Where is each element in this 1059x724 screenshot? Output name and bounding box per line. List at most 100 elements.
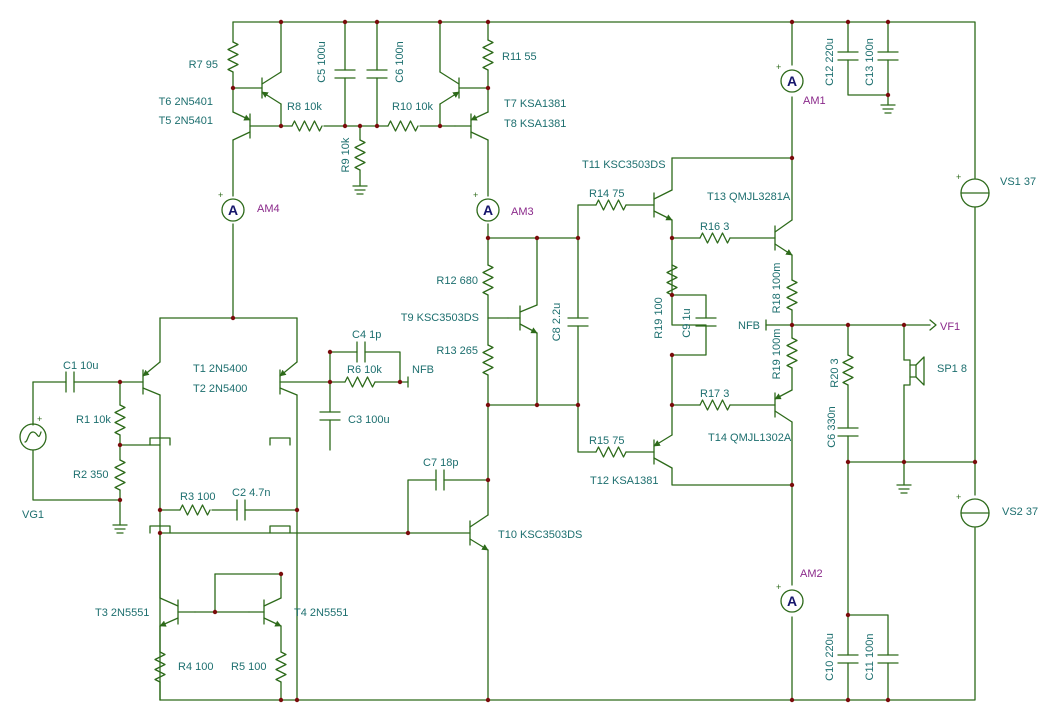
transistors: [142, 71, 793, 627]
label-c13: C13 100n: [864, 38, 876, 86]
label-r10: R10 10k: [392, 101, 433, 113]
label-r1: R1 10k: [76, 414, 111, 426]
label-r18: R18 100m: [771, 263, 783, 314]
transistor-t7: [439, 71, 460, 127]
capacitor-c6b: [837, 427, 859, 437]
transistor-t13: [774, 219, 793, 256]
label-r14: R14 75: [589, 188, 624, 200]
resistor-r8: [291, 120, 323, 132]
ground-icon: [880, 104, 896, 114]
ground-icon: [112, 524, 128, 534]
resistor-r1: [114, 404, 126, 436]
label-t9: T9 KSC3503DS: [401, 312, 479, 324]
label-c2: C2 4.7n: [232, 487, 271, 499]
label-c5: C5 100u: [316, 41, 328, 83]
label-am2: AM2: [800, 568, 823, 580]
label-am3: AM3: [511, 206, 534, 218]
ammeter-am1: A +: [776, 62, 804, 93]
port-markers: [407, 319, 767, 388]
resistor-r19a: [666, 264, 678, 296]
capacitor-c6a: [366, 69, 388, 79]
resistor-r16: [699, 232, 731, 244]
resistor-r20: [842, 354, 854, 386]
label-r7: R7 95: [189, 59, 218, 71]
capacitor-c10: [837, 654, 859, 664]
transistor-t8: [454, 111, 489, 141]
resistor-r2: [114, 459, 126, 491]
resistor-r15: [595, 446, 627, 458]
capacitor-c3: [319, 411, 341, 421]
svg-text:A: A: [483, 202, 493, 218]
label-r20: R20 3: [829, 358, 841, 387]
resistor-r7: [227, 41, 239, 73]
label-sp1: SP1 8: [937, 363, 967, 375]
label-c8: C8 2.2u: [551, 303, 563, 342]
transistor-t4: [248, 597, 282, 627]
voltage-sources: + + +: [19, 172, 990, 528]
resistor-r4: [154, 651, 166, 683]
ground-icon: [896, 484, 912, 494]
label-r15: R15 75: [589, 435, 624, 447]
svg-text:+: +: [37, 414, 42, 424]
transistor-t9: [507, 304, 538, 334]
dc-source-vs2: +: [956, 492, 990, 528]
transistor-t2: [279, 361, 298, 396]
label-t6: T6 2N5401: [159, 96, 213, 108]
svg-text:A: A: [787, 73, 797, 89]
label-c6b: C6 330n: [826, 406, 838, 448]
label-r2: R2 350: [73, 469, 108, 481]
label-nfb-input: NFB: [412, 364, 434, 376]
label-vf1: VF1: [940, 321, 960, 333]
label-t2: T2 2N5400: [193, 383, 247, 395]
label-t8: T8 KSA1381: [504, 118, 566, 130]
label-r13: R13 265: [436, 345, 478, 357]
label-am1: AM1: [803, 95, 826, 107]
label-c9: C9 1u: [681, 308, 693, 337]
ground-icon: [352, 185, 368, 195]
label-vg1: VG1: [22, 509, 44, 521]
probe-vf1: [929, 319, 937, 331]
capacitor-c12: [837, 51, 859, 61]
label-c4: C4 1p: [352, 329, 381, 341]
label-t3: T3 2N5551: [95, 607, 149, 619]
label-t5: T5 2N5401: [159, 115, 213, 127]
label-t13: T13 QMJL3281A: [707, 191, 791, 203]
wire-crossings: [149, 437, 291, 534]
label-am4: AM4: [257, 203, 280, 215]
label-vs2: VS2 37: [1002, 506, 1038, 518]
label-t1: T1 2N5400: [193, 363, 247, 375]
resistor-r9: [354, 139, 366, 171]
signal-generator-vg1: +: [19, 414, 47, 451]
svg-text:A: A: [787, 593, 797, 609]
transistor-t5: [232, 111, 251, 141]
label-c6a: C6 100n: [394, 41, 406, 83]
dc-source-vs1: +: [956, 172, 990, 208]
svg-text:+: +: [956, 492, 961, 502]
label-t12: T12 KSA1381: [590, 475, 659, 487]
label-t7: T7 KSA1381: [504, 98, 566, 110]
speaker-sp1: [903, 356, 925, 386]
junction-dots: [117, 19, 978, 703]
label-r5: R5 100: [231, 661, 266, 673]
label-r6: R6 10k: [347, 364, 382, 376]
capacitors: [65, 51, 899, 664]
resistor-r18: [786, 279, 798, 311]
svg-text:+: +: [473, 190, 478, 200]
label-t10: T10 KSC3503DS: [498, 529, 582, 541]
capacitor-c2: [236, 499, 246, 521]
transistor-t12: [653, 434, 673, 469]
ammeter-am2: A +: [776, 582, 804, 613]
svg-text:A: A: [228, 202, 238, 218]
label-t14: T14 QMJL1302A: [708, 432, 792, 444]
label-r11: R11 55: [502, 51, 537, 63]
label-vs1: VS1 37: [1000, 176, 1036, 188]
ammeters: A + A + A + A +: [218, 62, 804, 613]
svg-text:+: +: [956, 172, 961, 182]
capacitor-c7: [435, 469, 445, 491]
resistor-r13: [482, 344, 494, 376]
capacitor-c1: [65, 371, 75, 393]
resistor-r3: [179, 504, 211, 516]
label-r9: R9 10k: [340, 137, 352, 172]
capacitor-c4: [356, 341, 366, 363]
